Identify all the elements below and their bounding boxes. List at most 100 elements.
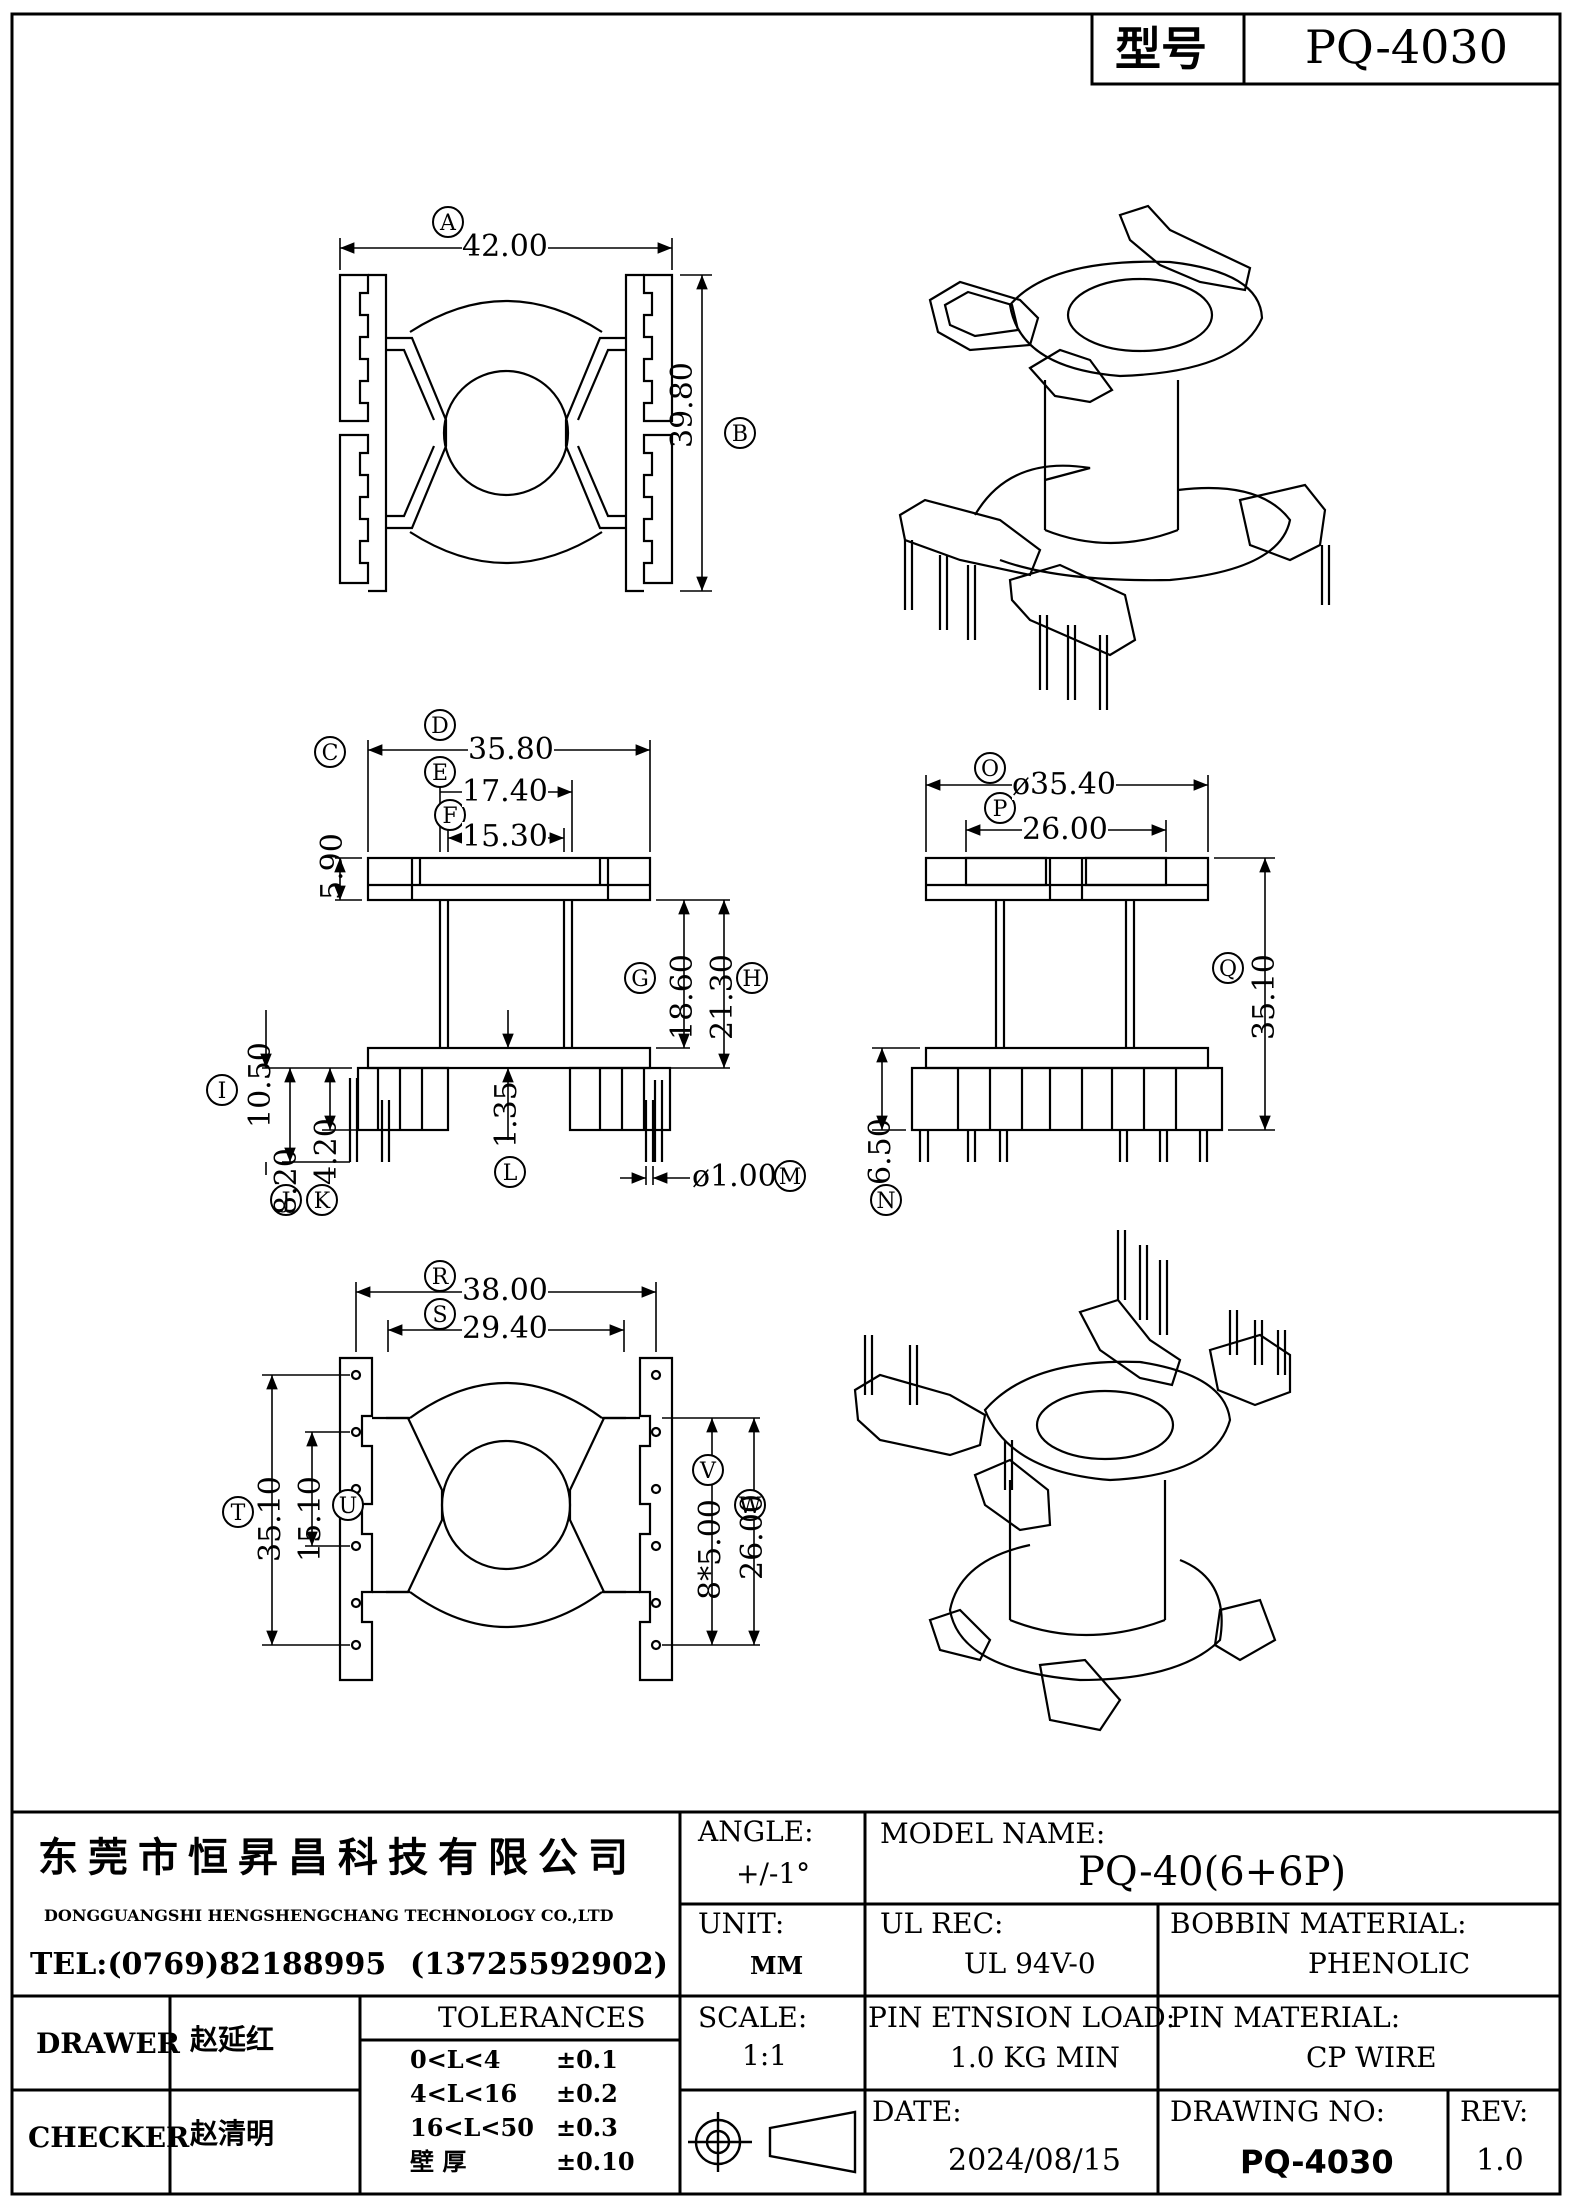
dim-B-tag-circle bbox=[724, 417, 756, 449]
dim-A-tag: A bbox=[439, 211, 457, 236]
dim-T-tag: T bbox=[231, 1501, 246, 1526]
dim-E-tag-circle bbox=[424, 756, 456, 788]
drawer-name: 赵延红 bbox=[190, 2023, 275, 2056]
top-view bbox=[338, 273, 674, 593]
tol-range-2: 16<L<50 bbox=[410, 2113, 534, 2142]
dim-M-tag: M bbox=[779, 1165, 802, 1190]
dim-W-tag-circle bbox=[734, 1489, 766, 1521]
dim-T-tag-circle bbox=[222, 1496, 254, 1528]
dim-K-tag-circle bbox=[306, 1184, 338, 1216]
dim-R-value: 38.00 bbox=[462, 1273, 548, 1308]
dim-E-value: 17.40 bbox=[462, 774, 548, 809]
dim-B-value: 39.80 bbox=[665, 362, 700, 448]
bobbin-material-value: PHENOLIC bbox=[1308, 1947, 1471, 1980]
scale-label: SCALE: bbox=[698, 2001, 808, 2034]
dim-D-tag: D bbox=[431, 714, 449, 739]
dim-H-value: 21.30 bbox=[705, 954, 740, 1040]
dim-A-tag-circle bbox=[432, 206, 464, 238]
dim-L-tag: L bbox=[503, 1161, 518, 1186]
dim-H-tag: H bbox=[742, 967, 761, 992]
dim-A-value: 42.00 bbox=[462, 229, 548, 264]
pin-load-value: 1.0 KG MIN bbox=[950, 2041, 1120, 2074]
dim-V-tag: V bbox=[699, 1459, 717, 1484]
dim-S-tag-circle bbox=[424, 1298, 456, 1330]
dim-F-tag: F bbox=[442, 804, 457, 829]
dim-K-tag: K bbox=[314, 1189, 331, 1214]
company-name-en: DONGGUANGSHI HENGSHENGCHANG TECHNOLOGY C… bbox=[44, 1906, 614, 1925]
checker-name: 赵清明 bbox=[190, 2117, 275, 2150]
drawing-no-value: PQ-4030 bbox=[1240, 2143, 1394, 2181]
dim-C-value: 5.90 bbox=[315, 833, 350, 900]
iso-view-bottom bbox=[853, 1230, 1292, 1732]
rev-value: 1.0 bbox=[1476, 2143, 1524, 2178]
dim-L-value: 1.35 bbox=[489, 1081, 524, 1148]
dim-V-tag-circle bbox=[692, 1454, 724, 1486]
tol-range-1: 4<L<16 bbox=[410, 2079, 518, 2108]
dim-G-value: 18.60 bbox=[665, 954, 700, 1040]
dim-P-tag-circle bbox=[984, 792, 1016, 824]
tol-range-3: 壁 厚 bbox=[410, 2147, 467, 2176]
dim-I-tag: I bbox=[218, 1079, 227, 1104]
tol-value-0: ±0.1 bbox=[556, 2045, 618, 2074]
side-view bbox=[910, 856, 1224, 1162]
dim-D-tag-circle bbox=[424, 709, 456, 741]
dim-W-value: 26.00 bbox=[735, 1494, 770, 1580]
dim-J-tag-circle bbox=[270, 1184, 302, 1216]
scale-value: 1:1 bbox=[742, 2039, 788, 2072]
dim-P-tag: P bbox=[993, 797, 1008, 822]
company-name-cn: 东莞市恒昇昌科技有限公司 bbox=[38, 1834, 638, 1881]
unit-label: UNIT: bbox=[698, 1907, 785, 1940]
dim-M-tag-circle bbox=[774, 1160, 806, 1192]
dim-Q-value: 35.10 bbox=[1247, 954, 1282, 1040]
dim-F-value: 15.30 bbox=[462, 819, 548, 854]
sheet-border bbox=[10, 12, 1562, 2196]
date-value: 2024/08/15 bbox=[948, 2143, 1121, 2178]
rev-label: REV: bbox=[1460, 2095, 1529, 2128]
dim-V-value: 8*5.00 bbox=[693, 1499, 728, 1600]
dim-W-tag: W bbox=[739, 1494, 762, 1519]
dim-R-tag: R bbox=[432, 1265, 450, 1290]
drawing-no-label: DRAWING NO: bbox=[1170, 2095, 1386, 2128]
dim-J-tag: J bbox=[280, 1189, 291, 1214]
pin-load-label: PIN ETNSION LOAD: bbox=[868, 2001, 1176, 2034]
ul-rec-value: UL 94V-0 bbox=[964, 1947, 1096, 1980]
dim-U-value: 15.10 bbox=[293, 1476, 328, 1562]
dim-I-tag-circle bbox=[206, 1074, 238, 1106]
header-label: 型号 bbox=[1115, 22, 1207, 76]
dim-C-tag-circle bbox=[314, 736, 346, 768]
dim-O-tag: O bbox=[981, 757, 999, 782]
unit-value: MM bbox=[750, 1951, 804, 1980]
header-box bbox=[1090, 12, 1562, 86]
dim-D-value: 35.80 bbox=[468, 732, 554, 767]
pin-material-value: CP WIRE bbox=[1306, 2041, 1437, 2074]
dim-U-tag: U bbox=[339, 1494, 358, 1519]
top-view-dims bbox=[339, 238, 712, 592]
dim-G-tag: G bbox=[631, 967, 649, 992]
dim-R-tag-circle bbox=[424, 1260, 456, 1292]
dim-C-tag: C bbox=[322, 741, 339, 766]
dim-F-tag-circle bbox=[434, 799, 466, 831]
dim-H-tag-circle bbox=[736, 962, 768, 994]
dim-U-tag-circle bbox=[332, 1489, 364, 1521]
dim-P-value: 26.00 bbox=[1022, 812, 1108, 847]
drawer-label: DRAWER bbox=[36, 2027, 180, 2060]
bottom-view bbox=[338, 1356, 674, 1682]
projection-symbol bbox=[688, 2110, 857, 2174]
dim-K-value: 4.20 bbox=[309, 1118, 344, 1185]
dim-B-tag: B bbox=[732, 422, 748, 447]
model-name-value: PQ-40(6+6P) bbox=[1078, 1849, 1347, 1895]
checker-label: CHECKER bbox=[28, 2121, 190, 2154]
dim-N-tag: N bbox=[876, 1189, 895, 1214]
dim-N-tag-circle bbox=[870, 1184, 902, 1216]
tol-value-3: ±0.10 bbox=[556, 2147, 635, 2176]
tolerances-label: TOLERANCES bbox=[438, 2001, 646, 2034]
title-block bbox=[12, 1810, 1560, 2194]
dim-S-value: 29.40 bbox=[462, 1311, 548, 1346]
model-name-label: MODEL NAME: bbox=[880, 1817, 1106, 1850]
dim-O-tag-circle bbox=[974, 752, 1006, 784]
company-tel: TEL:(0769)82188995 bbox=[30, 1947, 387, 1982]
company-mobile: (13725592902) bbox=[410, 1947, 669, 1982]
date-label: DATE: bbox=[872, 2095, 962, 2128]
